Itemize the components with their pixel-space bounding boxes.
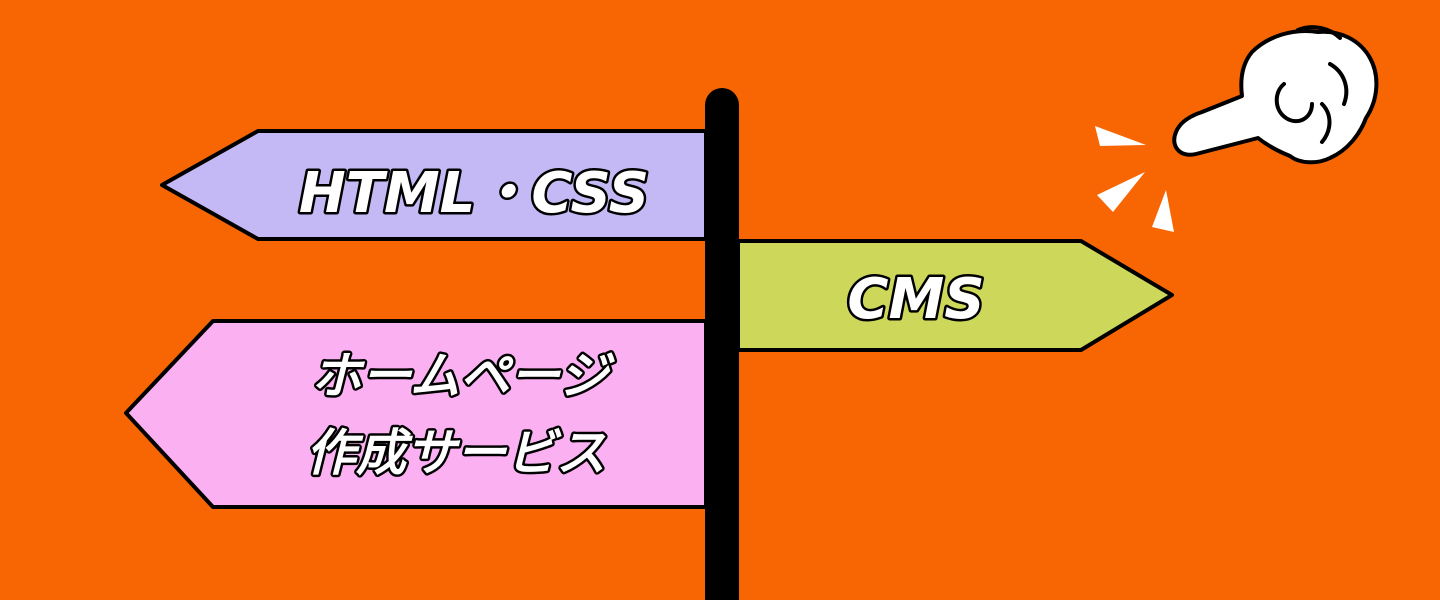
sign-html-css: HTML・CSS	[160, 129, 708, 241]
emphasis-mark-bottom	[1152, 190, 1174, 232]
pointing-hand-knuckle-1	[1328, 62, 1349, 106]
sign-cms-label: CMS	[847, 267, 984, 332]
pointing-hand-cuff	[1296, 25, 1342, 40]
pointing-hand-thumb	[1274, 82, 1314, 124]
emphasis-marks	[1095, 126, 1174, 232]
emphasis-mark-middle	[1097, 172, 1145, 212]
signpost-pole	[705, 88, 739, 600]
sign-homepage-service-line-2: 作成サービス	[306, 424, 606, 482]
sign-homepage-service: ホームページ 作成サービス	[124, 319, 708, 509]
pointing-hand-knuckle-2	[1320, 102, 1332, 144]
pointing-hand-icon	[1172, 25, 1379, 165]
sign-cms: CMS	[736, 239, 1174, 352]
sign-html-css-label: HTML・CSS	[299, 161, 649, 226]
emphasis-mark-top	[1095, 126, 1146, 146]
sign-homepage-service-line-1: ホームページ	[311, 347, 615, 405]
